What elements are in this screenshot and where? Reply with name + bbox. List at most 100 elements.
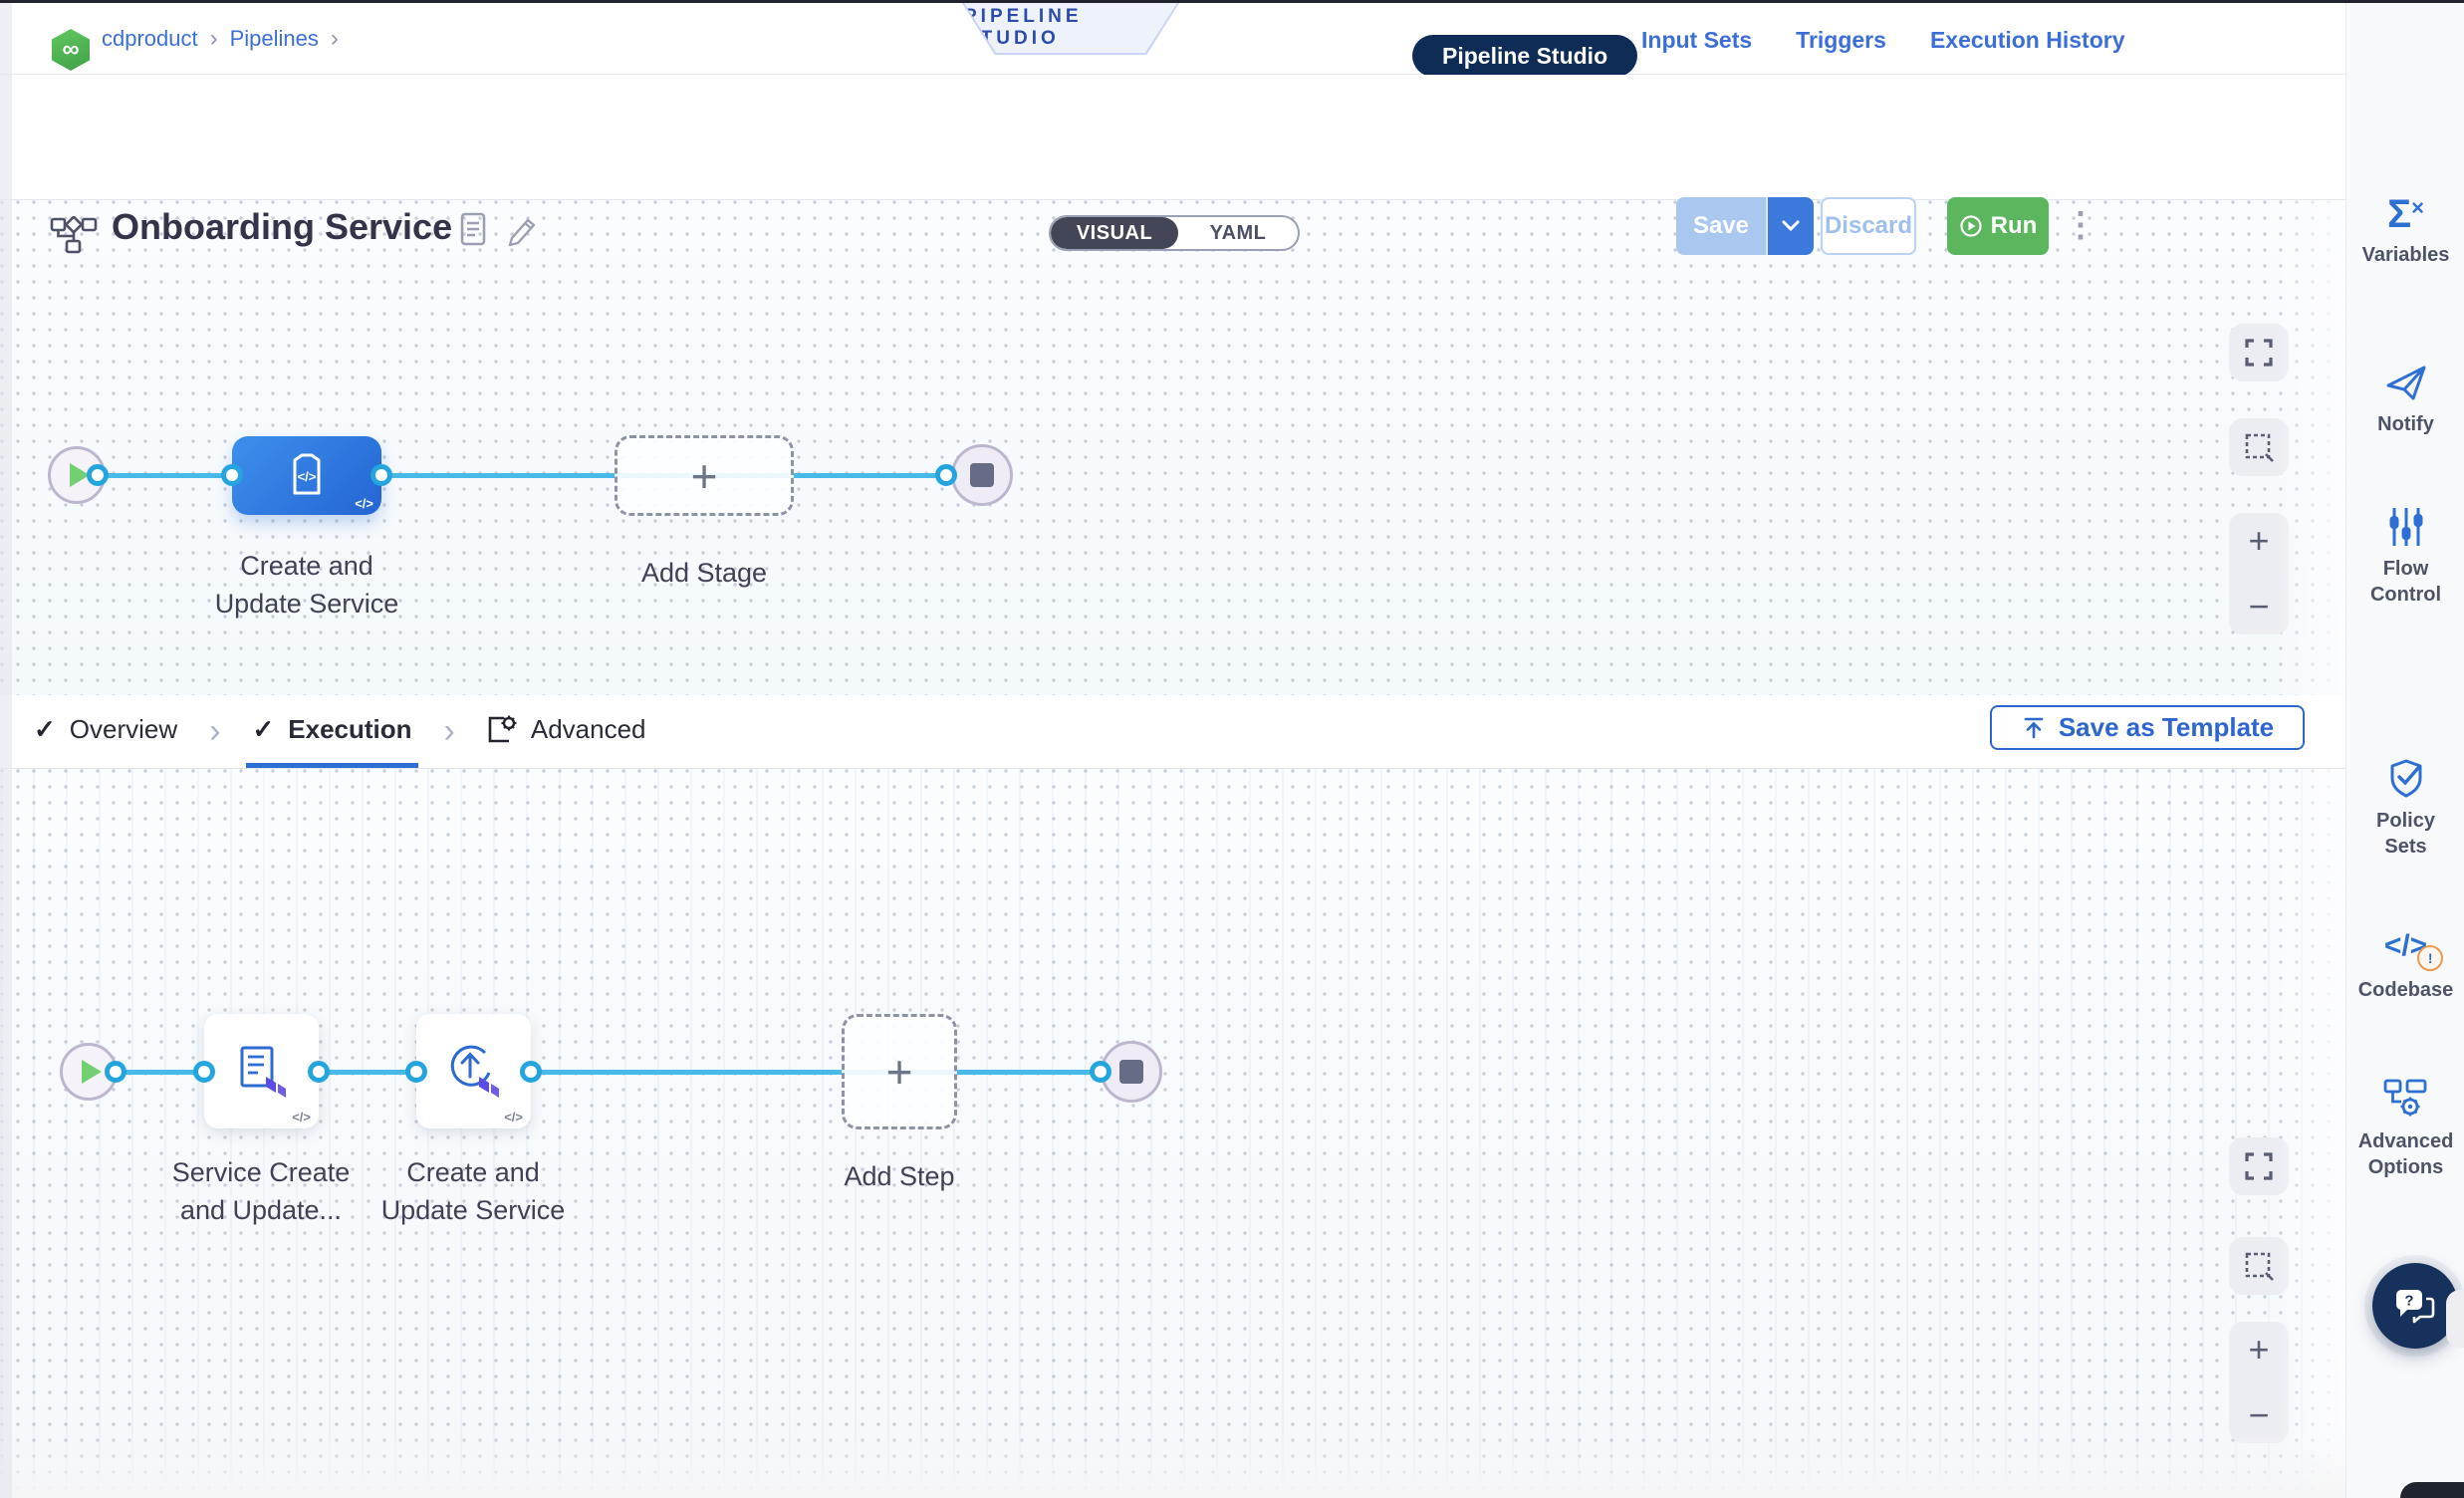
bottom-right-widget-edge bbox=[2400, 1482, 2464, 1498]
add-step-button[interactable]: + bbox=[842, 1014, 957, 1129]
add-step-label[interactable]: Add Step bbox=[844, 1161, 955, 1191]
pipeline-end-node bbox=[951, 444, 1013, 506]
breadcrumb: cdproduct › Pipelines › bbox=[102, 3, 339, 75]
connector-dot[interactable] bbox=[370, 464, 392, 486]
zoom-in-button[interactable]: + bbox=[2248, 1329, 2270, 1370]
step-edge-line bbox=[88, 1070, 1130, 1075]
plus-icon: + bbox=[885, 1046, 913, 1098]
add-stage-button[interactable]: + bbox=[615, 435, 794, 516]
pipeline-studio-ribbon: PIPELINE STUDIO bbox=[962, 3, 1179, 55]
breadcrumb-separator: › bbox=[330, 25, 339, 52]
connector-dot[interactable] bbox=[405, 1061, 427, 1083]
sidebar-item-flow-control[interactable]: Flow Control bbox=[2346, 506, 2464, 608]
stage-edge-line bbox=[76, 473, 981, 478]
page-title: Onboarding Service bbox=[112, 206, 453, 247]
connector-dot[interactable] bbox=[221, 464, 243, 486]
connector-dot[interactable] bbox=[308, 1061, 330, 1083]
service-manifest-step-icon bbox=[240, 1046, 286, 1098]
discard-button[interactable]: Discard bbox=[1821, 197, 1916, 255]
pipeline-icon bbox=[50, 215, 98, 254]
save-button[interactable]: Save bbox=[1676, 197, 1766, 255]
canvas-right-fade bbox=[2276, 200, 2345, 695]
stage-code-badge: </> bbox=[355, 496, 373, 511]
flow-control-sliders-icon bbox=[2389, 508, 2422, 546]
breadcrumb-pipelines-link[interactable]: Pipelines bbox=[229, 26, 319, 51]
custom-stage-icon: </> bbox=[293, 453, 321, 494]
selection-box-icon bbox=[2245, 1252, 2274, 1281]
add-stage-label[interactable]: Add Stage bbox=[640, 558, 768, 588]
execution-end-node bbox=[1101, 1041, 1162, 1103]
zoom-out-button[interactable]: − bbox=[2248, 586, 2270, 626]
stage-canvas[interactable]: </> </> + Create and Update Service Add … bbox=[0, 200, 2345, 695]
fullscreen-icon bbox=[2245, 1152, 2273, 1180]
more-options-icon[interactable]: ⋮ bbox=[2064, 206, 2097, 244]
update-service-step-icon bbox=[450, 1045, 499, 1098]
toggle-visual[interactable]: VISUAL bbox=[1051, 217, 1178, 249]
variables-sigma-icon: Σ× bbox=[2387, 192, 2424, 236]
tab-execution[interactable]: ✓ Execution bbox=[246, 695, 418, 768]
zoom-in-button[interactable]: + bbox=[2248, 520, 2270, 561]
connector-dot[interactable] bbox=[1090, 1061, 1111, 1083]
start-play-icon bbox=[70, 463, 90, 487]
tab-pipeline-studio[interactable]: Pipeline Studio bbox=[1412, 35, 1638, 77]
sidebar-item-policy-sets[interactable]: Policy Sets bbox=[2346, 758, 2464, 860]
connector-dot[interactable] bbox=[520, 1061, 542, 1083]
step-node-service-create-update[interactable]: </> bbox=[204, 1014, 319, 1128]
codebase-code-icon: </> ! bbox=[2384, 929, 2444, 971]
tab-input-sets[interactable]: Input Sets bbox=[1641, 26, 1753, 53]
chat-question-icon: ? bbox=[2396, 1290, 2435, 1324]
advanced-options-icon bbox=[2383, 1079, 2426, 1117]
fullscreen-icon bbox=[2245, 339, 2273, 367]
sidebar-item-codebase[interactable]: </> ! Codebase bbox=[2357, 929, 2454, 1001]
chevron-down-icon bbox=[1782, 220, 1800, 232]
top-nav: Input Sets Triggers Execution History bbox=[1641, 3, 2124, 77]
tab-triggers[interactable]: Triggers bbox=[1796, 26, 1886, 53]
zoom-out-button[interactable]: − bbox=[2248, 1394, 2270, 1435]
step-name-label[interactable]: Service Create and Update... bbox=[171, 1157, 351, 1225]
connector-dot[interactable] bbox=[935, 464, 957, 486]
stop-square-icon bbox=[1119, 1060, 1143, 1084]
sidebar-item-advanced-options[interactable]: Advanced Options bbox=[2346, 1077, 2464, 1180]
tab-separator-chevron: › bbox=[443, 712, 455, 750]
sidebar-item-variables[interactable]: Σ× Variables bbox=[2361, 192, 2450, 266]
breadcrumb-project-link[interactable]: cdproduct bbox=[102, 26, 198, 51]
visual-yaml-toggle[interactable]: VISUAL YAML bbox=[1049, 215, 1300, 251]
breadcrumb-separator: › bbox=[209, 25, 218, 52]
step-node-create-update-service[interactable]: </> bbox=[416, 1014, 531, 1128]
step-code-badge: </> bbox=[292, 1110, 311, 1124]
execution-step-canvas[interactable]: </> </> + Service Create and Update... bbox=[0, 769, 2345, 1498]
upload-icon bbox=[2024, 717, 2044, 738]
svg-text:</>: </> bbox=[298, 469, 317, 484]
codebase-warning-icon: ! bbox=[2417, 945, 2444, 971]
peek-side-button[interactable] bbox=[2446, 1290, 2464, 1348]
plus-icon: + bbox=[690, 449, 718, 502]
tab-advanced[interactable]: Advanced bbox=[481, 695, 652, 768]
stage-node-create-update-service[interactable]: </> </> bbox=[232, 436, 381, 515]
run-button[interactable]: Run bbox=[1947, 197, 2049, 255]
right-toolbar: Σ× Variables Notify Flow Control bbox=[2345, 3, 2464, 1498]
selection-box-icon bbox=[2245, 433, 2274, 462]
start-play-icon bbox=[82, 1060, 102, 1084]
stage-name-label[interactable]: Create and Update Service bbox=[214, 551, 399, 619]
connector-dot[interactable] bbox=[193, 1061, 215, 1083]
policy-shield-check-icon bbox=[2390, 759, 2421, 798]
tab-execution-history[interactable]: Execution History bbox=[1929, 26, 2125, 53]
save-as-template-button[interactable]: Save as Template bbox=[1990, 705, 2305, 750]
canvas-bottom-fade bbox=[0, 1428, 2345, 1498]
stage-tabbar: ✓ Overview › ✓ Execution › Advanced bbox=[0, 695, 2345, 769]
edit-pencil-icon[interactable] bbox=[506, 212, 540, 248]
connector-dot[interactable] bbox=[105, 1061, 126, 1083]
harness-logo-icon[interactable]: ∞ bbox=[52, 29, 90, 71]
help-chat-button[interactable]: ? bbox=[2372, 1263, 2458, 1349]
sidebar-item-notify[interactable]: Notify bbox=[2346, 364, 2464, 437]
tab-overview[interactable]: ✓ Overview bbox=[34, 713, 178, 744]
save-dropdown-button[interactable] bbox=[1766, 197, 1814, 255]
notify-paper-plane-icon bbox=[2386, 366, 2425, 400]
toggle-yaml[interactable]: YAML bbox=[1209, 221, 1267, 244]
description-icon[interactable] bbox=[460, 212, 488, 248]
connector-dot[interactable] bbox=[87, 464, 109, 486]
window-top-edge bbox=[0, 0, 2464, 3]
svg-text:?: ? bbox=[2404, 1293, 2413, 1310]
step-name-label[interactable]: Create and Update Service bbox=[380, 1157, 566, 1225]
